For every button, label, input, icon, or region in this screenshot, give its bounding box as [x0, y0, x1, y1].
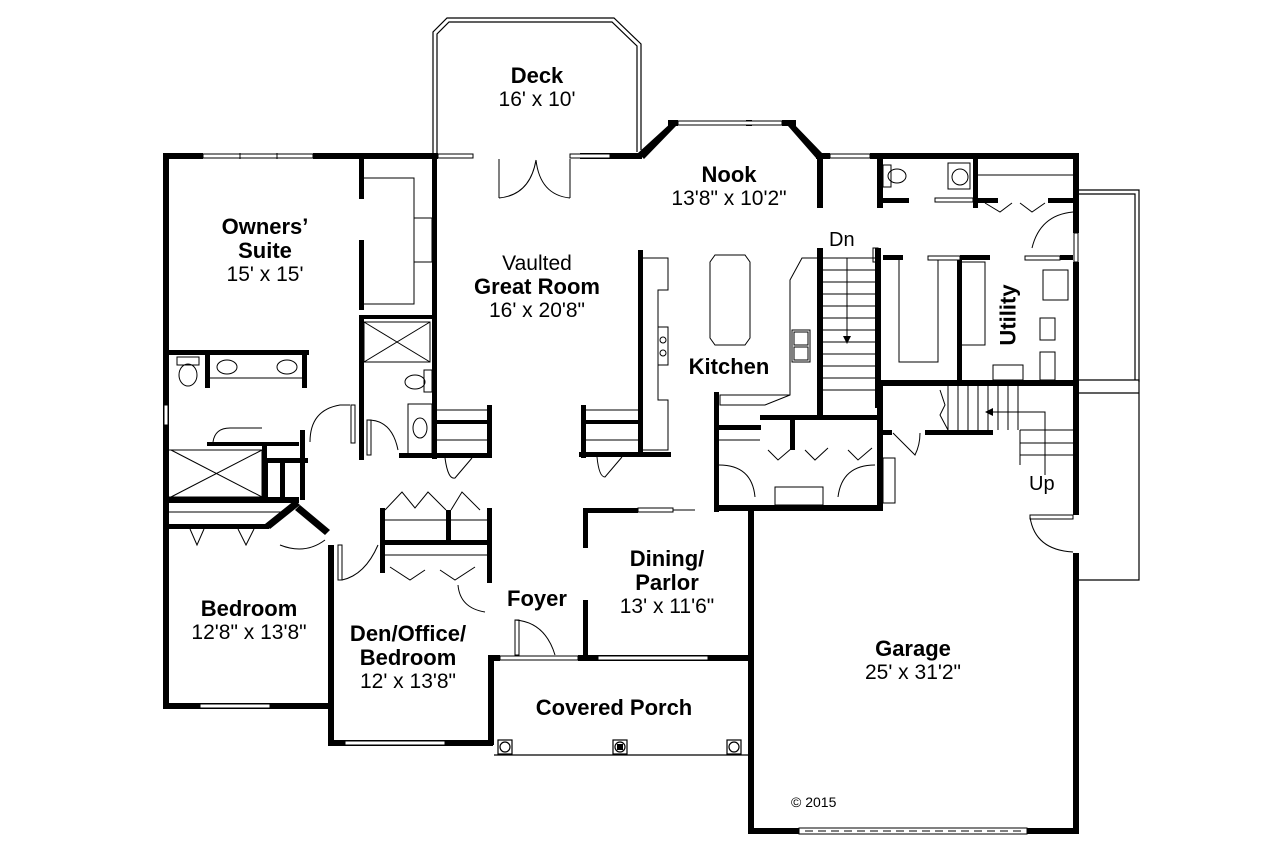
room-label-nook: Nook 13'8" x 10'2" — [671, 162, 787, 211]
room-label-foyer: Foyer — [507, 586, 567, 611]
room-dims: 15' x 15' — [226, 263, 304, 287]
room-name: Kitchen — [688, 354, 770, 379]
room-dims: 25' x 31'2" — [864, 661, 962, 685]
room-name: Nook — [701, 162, 757, 187]
room-name: Foyer — [507, 586, 567, 611]
room-name-line1: Dining/ — [629, 546, 705, 571]
deck-outline — [432, 17, 642, 155]
room-label-porch: Covered Porch — [535, 695, 693, 720]
room-dims: 12'8" x 13'8" — [191, 621, 307, 645]
room-name: Great Room — [474, 274, 600, 300]
room-name: Deck — [510, 63, 564, 88]
copyright-notice: © 2015 — [791, 794, 837, 810]
stairs-up-label: Up — [1029, 473, 1055, 495]
room-name-line1: Den/Office/ — [349, 621, 467, 646]
room-dims: 16' x 10' — [498, 88, 576, 112]
room-label-dining: Dining/ Parlor 13' x 11'6" — [619, 546, 715, 619]
room-label-great-room: Vaulted Great Room 16' x 20'8" — [474, 252, 600, 322]
room-label-den: Den/Office/ Bedroom 12' x 13'8" — [349, 621, 467, 694]
room-name: Bedroom — [200, 596, 298, 621]
room-dims: 12' x 13'8" — [359, 670, 457, 694]
room-name-line1: Owners’ — [221, 214, 309, 239]
room-dims: 13'8" x 10'2" — [671, 187, 787, 211]
room-name-line2: Parlor — [635, 570, 699, 596]
room-label-utility: Utility — [995, 284, 1021, 346]
room-name: Garage — [875, 636, 951, 661]
stairs-down-label: Dn — [829, 229, 855, 251]
deck-doors — [498, 159, 571, 199]
room-label-deck: Deck 16' x 10' — [498, 63, 576, 112]
room-label-garage: Garage 25' x 31'2" — [864, 636, 962, 685]
room-label-kitchen: Kitchen — [688, 354, 770, 379]
room-dims: 13' x 11'6" — [619, 595, 715, 619]
room-dims: 16' x 20'8" — [488, 299, 586, 323]
interior-walls — [169, 153, 1140, 756]
room-prefix: Vaulted — [502, 252, 572, 275]
room-label-owners-suite: Owners’ Suite 15' x 15' — [221, 214, 309, 287]
room-name-line2: Bedroom — [359, 645, 457, 671]
room-label-bedroom: Bedroom 12'8" x 13'8" — [191, 596, 307, 645]
windows — [163, 120, 1079, 835]
room-name: Covered Porch — [535, 695, 693, 720]
room-name-line2: Suite — [238, 238, 292, 264]
